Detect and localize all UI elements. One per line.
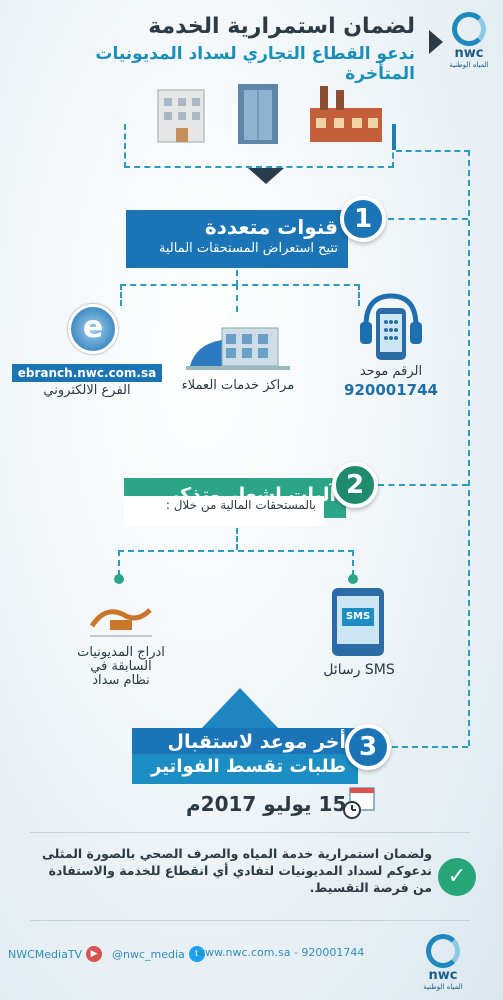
twitter-handle: @nwc_media (112, 947, 185, 961)
step1-connector-right (358, 284, 360, 306)
step3-title: أخر موعد لاستقبال (167, 731, 346, 753)
sadad-label-line-1: ادراج المديونيات (77, 645, 165, 660)
step1-title: قنوات متعددة (204, 215, 338, 239)
sadad-label-line-3: نظام سداد (92, 673, 150, 688)
connector-step2 (378, 484, 468, 486)
step1-connector-left (120, 284, 122, 306)
ebranch-globe-icon: e (68, 304, 118, 354)
header-title: لضمان استمرارية الخدمة (148, 14, 415, 39)
youtube-icon: ▶ (86, 946, 103, 962)
sadad-logo-icon (89, 608, 152, 637)
step2-dot-right (348, 574, 358, 584)
up-arrow-icon (200, 688, 280, 730)
step2-connector-right (352, 550, 354, 576)
twitter-icon: t (188, 946, 205, 962)
header-subtitle: ندعو القطاع التجاري لسداد المديونيات الم… (95, 44, 415, 84)
step1-subtitle: تتيح استعراض المستحقات المالية (158, 241, 338, 256)
connector-step3 (392, 746, 468, 748)
down-arrow-icon (248, 168, 284, 184)
footer-youtube[interactable]: NWCMediaTV ▶ (8, 946, 103, 962)
connector-step1 (388, 218, 468, 220)
ebranch-url[interactable]: ebranch.nwc.com.sa (12, 364, 162, 382)
phone-number[interactable]: 920001744 (344, 381, 438, 399)
step2-connector-left (118, 550, 120, 576)
calendar-clock-icon (343, 787, 375, 819)
factory-icon (310, 86, 382, 142)
youtube-handle: NWCMediaTV (8, 947, 83, 961)
separator-top (30, 832, 470, 833)
sms-label: رسائل SMS (323, 662, 395, 678)
buildings-illustration (157, 84, 382, 144)
step2-number-badge: 2 (332, 462, 378, 508)
customer-centers-icon (186, 327, 290, 370)
sadad-label-line-2: السابقة في (90, 659, 152, 674)
office-building-icon (157, 89, 205, 143)
step2-connector-horizontal (118, 550, 354, 552)
ebranch-label: الفرع الالكتروني (43, 383, 131, 398)
step1-box: قنوات متعددة تتيح استعراض المستحقات الما… (126, 210, 348, 268)
sms-bubble: SMS (342, 608, 374, 626)
step2-subtitle: بالمستحقات المالية من خلال : (124, 496, 324, 526)
checkmark-icon: ✓ (438, 858, 476, 896)
connector-right-top (396, 150, 470, 152)
nwc-logo-icon (452, 12, 486, 46)
logo-name: nwc (454, 46, 484, 61)
separator-bottom (30, 920, 470, 921)
sms-phone-icon: SMS (332, 588, 384, 656)
step3-number-badge: 3 (345, 724, 391, 770)
connector-buildings (124, 124, 394, 168)
step2-dot-left (114, 574, 124, 584)
tower-building-icon (238, 84, 278, 144)
logo-tagline: المياه الوطنية (449, 61, 489, 69)
connector-right-vertical (468, 150, 470, 746)
step1-number-badge: 1 (340, 196, 386, 242)
step3-subtitle: طلبات تقسط الفواتير (132, 754, 358, 784)
nwc-logo: nwc المياه الوطنية (445, 12, 493, 69)
customer-centers-label: مراكز خدمات العملاء (181, 378, 295, 393)
sadad-label: ادراج المديونيات السابقة في نظام سداد (56, 646, 186, 688)
footer-website[interactable]: www.nwc.com.sa - 920001744 (196, 946, 365, 959)
connector-bar (392, 124, 396, 150)
phone-label: الرقم موحد (359, 364, 423, 379)
footer-logo-name: nwc (428, 968, 458, 983)
footer-logo-icon (426, 934, 460, 968)
step2-connector-down (236, 528, 238, 550)
footer-nwc-logo: nwc المياه الوطنية (419, 934, 467, 991)
deadline-date: 15 يوليو 2017م (186, 792, 347, 816)
closing-message: ولضمان استمرارية خدمة المياه والصرف الصح… (42, 846, 432, 895)
step1-connector-down (236, 270, 238, 286)
phone-headset-icon (360, 293, 422, 360)
footer-logo-tagline: المياه الوطنية (423, 983, 463, 991)
header-arrow-icon (429, 30, 443, 54)
footer-twitter[interactable]: @nwc_media t (112, 946, 205, 962)
step1-connector-horizontal (120, 284, 360, 286)
step1-connector-mid (236, 284, 238, 312)
